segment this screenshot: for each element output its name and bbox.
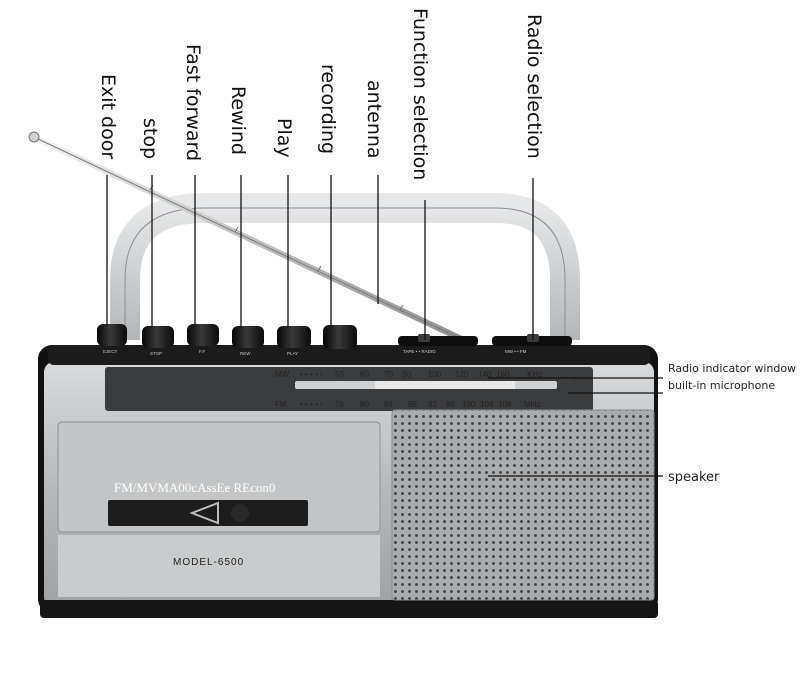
antenna-rod bbox=[28, 131, 471, 345]
label-function-selection: Function selection bbox=[409, 8, 431, 180]
rewind-button[interactable]: REW bbox=[232, 326, 264, 356]
label-radio-indicator-window: Radio indicator window bbox=[668, 362, 796, 375]
side-labels: Radio indicator window built-in micropho… bbox=[668, 362, 796, 485]
rewind-button-label: REW bbox=[240, 351, 251, 356]
eject-arrow-icon bbox=[189, 501, 219, 525]
mw-tick: 70 bbox=[384, 370, 393, 379]
fm-tick: 80 bbox=[360, 400, 369, 409]
svg-text:• • • • •: • • • • • bbox=[300, 400, 323, 409]
band-switch[interactable]: MW • • FM bbox=[492, 334, 572, 354]
label-play: Play bbox=[273, 118, 295, 158]
label-recording: recording bbox=[317, 64, 339, 154]
label-antenna: antenna bbox=[363, 80, 385, 159]
fm-tick: 76 bbox=[335, 400, 344, 409]
stop-button[interactable]: STOP bbox=[142, 326, 174, 356]
fast-forward-button-label: F.F bbox=[199, 349, 206, 354]
model-label: MODEL-6500 bbox=[173, 557, 244, 568]
carry-handle bbox=[110, 193, 580, 340]
fm-tick: 84 bbox=[384, 400, 393, 409]
label-stop: stop bbox=[139, 118, 161, 159]
fm-tick: 104 bbox=[480, 400, 494, 409]
speaker-grille bbox=[391, 409, 655, 601]
fm-tick: 96 bbox=[446, 400, 455, 409]
label-built-in-microphone: built-in microphone bbox=[668, 379, 775, 392]
mw-scale: 53 60 70 80 100 120 140 160 KHz bbox=[335, 370, 542, 379]
fast-forward-button[interactable]: F.F bbox=[187, 324, 219, 354]
leader-lines bbox=[106, 175, 663, 477]
band-switch-label: MW • • FM bbox=[505, 349, 527, 354]
mw-tick: 53 bbox=[335, 370, 344, 379]
fm-scale: 76 80 84 88 92 96 100 104 108 MHz bbox=[335, 400, 540, 409]
mw-tick: KHz bbox=[527, 370, 542, 379]
label-speaker: speaker bbox=[668, 470, 720, 485]
label-exit-door: Exit door bbox=[97, 74, 119, 159]
fm-tick: 100 bbox=[462, 400, 476, 409]
tuning-dial-window: MW FM MIC • • • • • • • • • • 53 60 70 8… bbox=[105, 367, 593, 411]
mw-tick: 80 bbox=[402, 370, 411, 379]
fm-tick: 88 bbox=[408, 400, 417, 409]
mw-tick: 120 bbox=[455, 370, 469, 379]
eject-button[interactable]: EJECT bbox=[97, 324, 127, 354]
eject-button-label: EJECT bbox=[103, 349, 118, 354]
mw-band-label: MW bbox=[275, 370, 290, 379]
control-buttons: EJECT STOP F.F REW PLAY bbox=[97, 324, 357, 356]
cassette-deck-text: FM/MVMA00cAssEe REcon0 bbox=[114, 480, 275, 495]
mic-label: MIC bbox=[561, 379, 573, 385]
antenna-tip bbox=[28, 131, 40, 143]
mw-tick: 140 bbox=[478, 370, 492, 379]
svg-text:• • • • •: • • • • • bbox=[300, 370, 323, 379]
mw-tick: 60 bbox=[360, 370, 369, 379]
play-button-label: PLAY bbox=[287, 351, 298, 356]
fm-tick: 92 bbox=[428, 400, 437, 409]
fm-tick: MHz bbox=[524, 400, 540, 409]
fm-tick: 108 bbox=[498, 400, 512, 409]
mw-tick: 100 bbox=[428, 370, 442, 379]
label-fast-forward: Fast forward bbox=[182, 44, 204, 161]
mw-tick: 160 bbox=[496, 370, 510, 379]
cassette-deck: FM/MVMA00cAssEe REcon0 MODEL-6500 bbox=[57, 421, 381, 597]
record-button[interactable] bbox=[323, 325, 357, 349]
fm-band-label: FM bbox=[275, 400, 287, 409]
function-switch-label: TAPE • • RADIO bbox=[403, 349, 436, 354]
stop-button-label: STOP bbox=[150, 351, 162, 356]
vertical-labels: Exit door stop Fast forward Rewind Play … bbox=[97, 8, 545, 180]
play-button[interactable]: PLAY bbox=[277, 326, 311, 356]
label-rewind: Rewind bbox=[227, 86, 249, 155]
function-switch[interactable]: TAPE • • RADIO bbox=[398, 334, 478, 354]
label-radio-selection: Radio selection bbox=[523, 14, 545, 159]
